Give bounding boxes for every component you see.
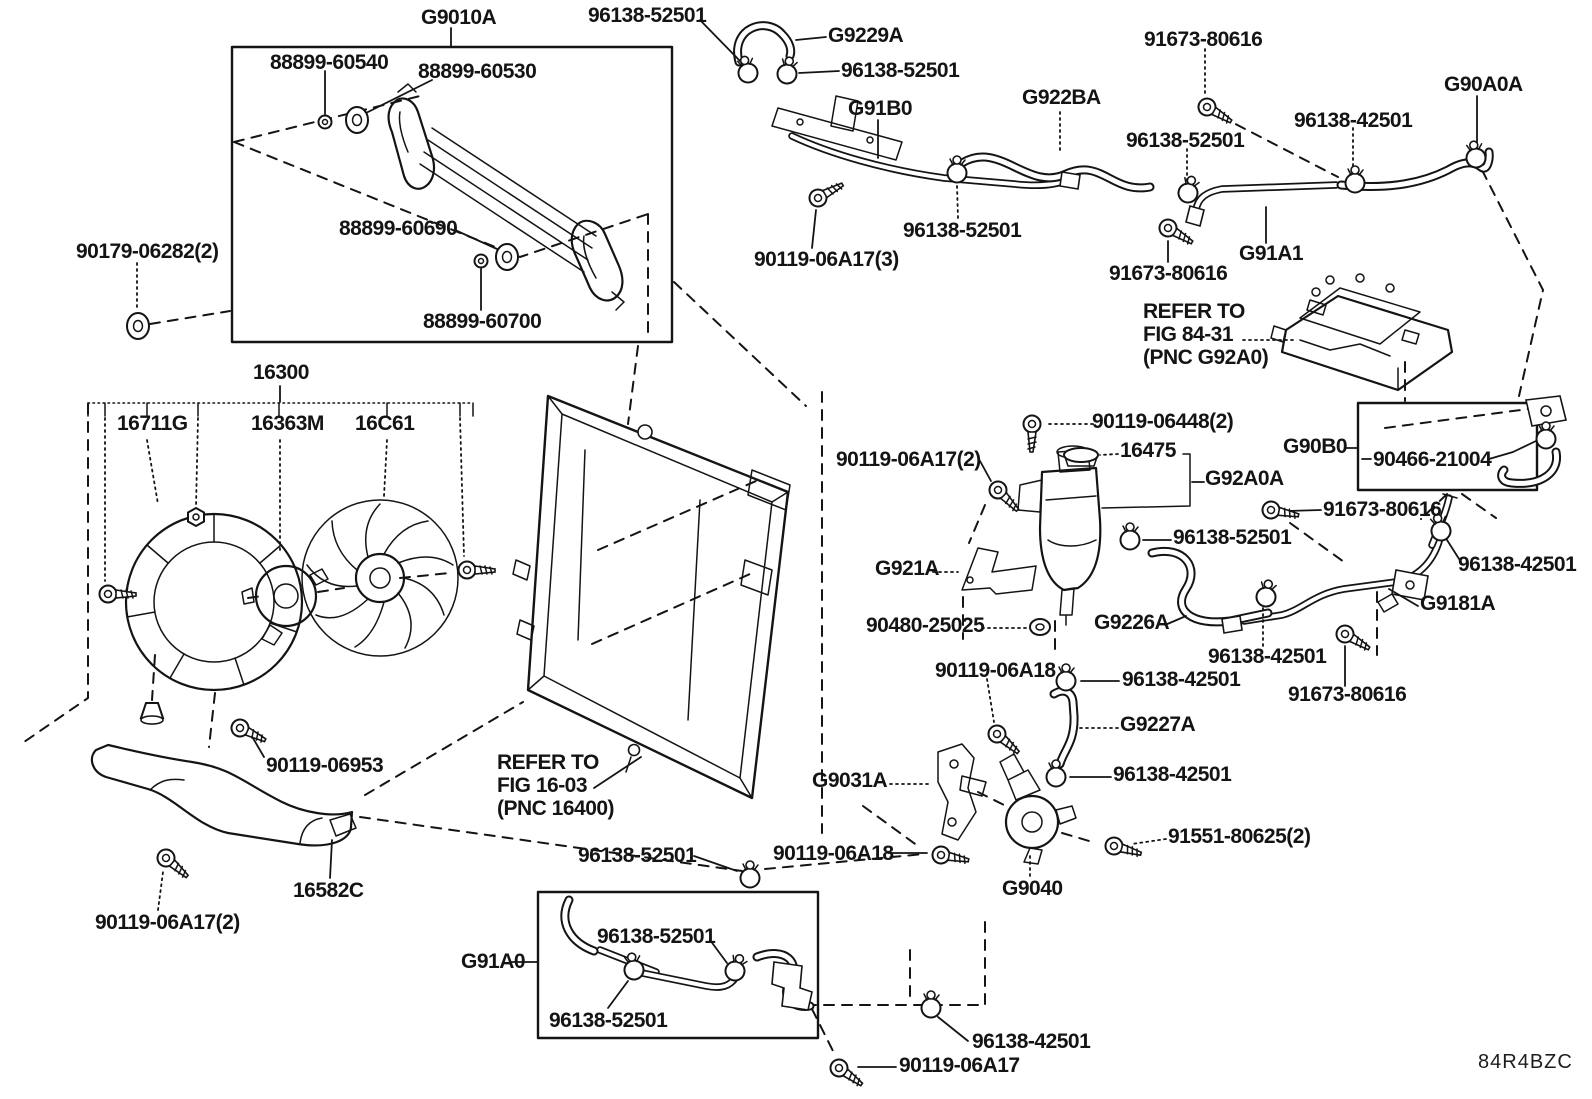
part-label-g90b0: G90B0 — [1283, 435, 1348, 458]
part-label-c42501-e: 96138-42501 — [1458, 553, 1577, 576]
fan-shroud-drawing — [126, 514, 302, 690]
part-label-g90a0a: G90A0A — [1444, 73, 1523, 96]
fan-motor-drawing — [242, 566, 328, 645]
part-label-c52501-d: 96138-52501 — [903, 219, 1022, 242]
part-label-b06a17-2r: 90119-06A17(2) — [836, 448, 981, 471]
part-label-g91a0: G91A0 — [461, 950, 526, 973]
part-label-c52501-a: 96138-52501 — [588, 4, 707, 27]
part-label-g921a: G921A — [875, 557, 940, 580]
part-label-c42501-a: 96138-42501 — [1294, 109, 1413, 132]
part-label-b80616-b: 91673-80616 — [1109, 262, 1228, 285]
group-boxes — [88, 47, 1537, 1038]
part-label-h90466: 90466-21004 — [1373, 448, 1492, 471]
part-label-note1603: REFER TO FIG 16-03 (PNC 16400) — [497, 751, 615, 820]
part-label-g92a0a: G92A0A — [1205, 467, 1284, 490]
part-label-a16582c: 16582C — [293, 879, 364, 902]
part-label-b80616-d: 91673-80616 — [1288, 683, 1407, 706]
lower-duct-drawing — [92, 745, 356, 845]
part-label-c52501-b: 96138-52501 — [841, 59, 960, 82]
part-label-b91551: 91551-80625(2) — [1168, 825, 1311, 848]
part-label-g9181a: G9181A — [1420, 592, 1496, 615]
pump-bracket-drawing — [938, 744, 986, 840]
part-label-a16c61: 16C61 — [355, 412, 415, 435]
part-label-g9040: G9040 — [1002, 877, 1063, 900]
reservoir-bracket-drawing — [962, 548, 1036, 594]
part-label-g9010a: G9010A — [421, 6, 497, 29]
part-label-b90179: 90179-06282(2) — [76, 240, 219, 263]
part-label-c52501-f: 96138-52501 — [597, 925, 716, 948]
part-label-b06448: 90119-06448(2) — [1092, 410, 1234, 433]
part-label-g9031a: G9031A — [812, 769, 888, 792]
part-label-b06a18-a: 90119-06A18 — [773, 842, 894, 865]
part-label-b25025: 90480-25025 — [866, 614, 985, 637]
part-label-c42501-c: 96138-42501 — [1122, 668, 1241, 691]
part-label-b60690: 88899-60690 — [339, 217, 458, 240]
part-label-a16363m: 16363M — [251, 412, 324, 435]
part-label-b60540: 88899-60540 — [270, 51, 389, 74]
g90b0-hose-group-box — [1358, 403, 1537, 490]
radiator-drawing — [513, 396, 790, 798]
part-label-a16711g: 16711G — [117, 412, 188, 435]
part-label-c52501-h: 96138-52501 — [1173, 526, 1292, 549]
part-label-c42501-b: 96138-42501 — [1208, 645, 1327, 668]
part-label-b80616-c: 91673-80616 — [1323, 498, 1442, 521]
sub-radiator-assembly-box — [232, 47, 672, 342]
part-label-c52501-e: 96138-52501 — [578, 844, 697, 867]
part-label-g9226a: G9226A — [1094, 611, 1170, 634]
inverter-drawing — [1271, 274, 1452, 390]
part-label-b60700: 88899-60700 — [423, 310, 542, 333]
part-label-c52501-c: 96138-52501 — [1126, 129, 1245, 152]
g91a0-hose-group-box — [538, 892, 818, 1038]
part-label-c42501-d: 96138-42501 — [1113, 763, 1232, 786]
part-label-a16300: 16300 — [253, 361, 309, 384]
part-label-g91a1: G91A1 — [1239, 242, 1304, 265]
part-label-c52501-g: 96138-52501 — [549, 1009, 668, 1032]
part-label-b80616-a: 91673-80616 — [1144, 28, 1263, 51]
part-label-b06a17-c: 90119-06A17 — [899, 1054, 1020, 1077]
pipe-drawings — [600, 136, 1449, 987]
leader-lines — [105, 20, 1538, 1067]
fan-blade-drawing — [302, 500, 458, 656]
reservoir-grommet — [1030, 619, 1050, 635]
part-label-c42501-g: 96138-42501 — [972, 1030, 1091, 1053]
part-label-g9229a: G9229A — [828, 24, 904, 47]
part-label-note8431: REFER TO FIG 84-31 (PNC G92A0) — [1143, 300, 1269, 369]
part-label-g9227a: G9227A — [1120, 713, 1196, 736]
part-label-b06a17-3: 90119-06A17(3) — [754, 248, 899, 271]
fitting-drawings — [772, 96, 1566, 1010]
part-label-a16475: 16475 — [1120, 439, 1176, 462]
part-label-b06a18-b: 90119-06A18 — [935, 659, 1056, 682]
part-label-g91b0: G91B0 — [848, 97, 913, 120]
figure-code: 84R4BZC — [1478, 1051, 1573, 1073]
part-label-b60530: 88899-60530 — [418, 60, 537, 83]
part-label-b06953: 90119-06953 — [266, 754, 384, 777]
part-label-g922ba: G922BA — [1022, 86, 1101, 109]
part-label-b06a17-2l: 90119-06A17(2) — [95, 911, 240, 934]
water-pump-drawing — [1000, 754, 1076, 864]
